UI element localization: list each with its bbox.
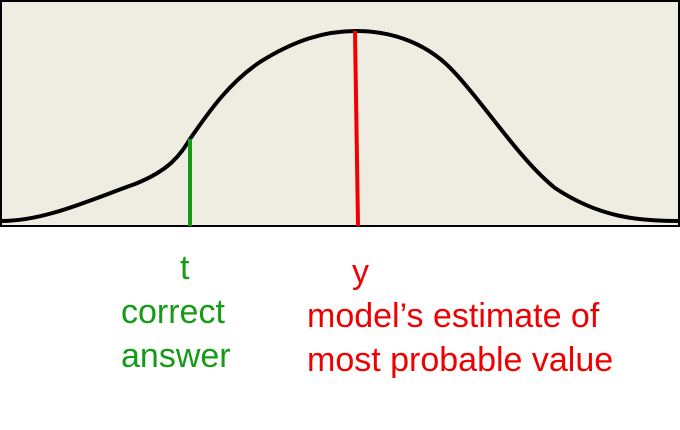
correct-answer-line-2: answer [121, 337, 231, 375]
model-estimate-line-2: most probable value [307, 341, 614, 379]
estimate-symbol-label: y [352, 253, 369, 291]
model-estimate-label: model’s estimate of most probable value [307, 294, 613, 382]
correct-answer-label: correct answer [121, 290, 231, 378]
distribution-panel [0, 0, 680, 227]
bell-curve [0, 28, 680, 223]
model-estimate-line-1: model’s estimate of [307, 297, 600, 335]
target-symbol-label: t [180, 249, 190, 287]
model-estimate-line [353, 30, 360, 227]
correct-answer-line-1: correct [121, 293, 225, 331]
